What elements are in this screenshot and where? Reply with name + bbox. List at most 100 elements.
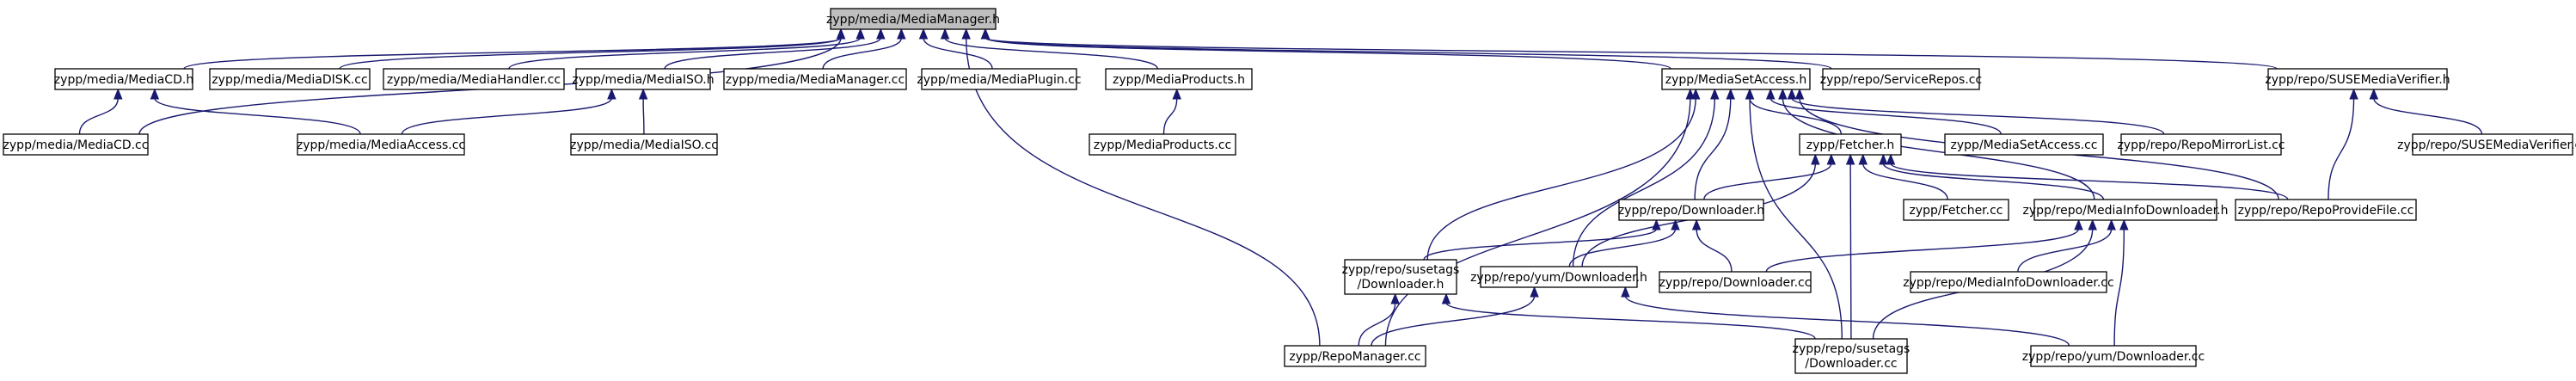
node-repo-downloader-cc[interactable]: zypp/repo/Downloader.cc [1659, 271, 1812, 293]
node-mediasetaccess-h[interactable]: zypp/MediaSetAccess.h [1661, 68, 1811, 90]
arrowhead-icon [1787, 88, 1797, 100]
arrowhead-icon [2107, 218, 2116, 230]
node-box [2267, 68, 2448, 90]
node-repo-downloader-h[interactable]: zypp/repo/Downloader.h [1618, 199, 1764, 221]
edge-MediaHandler_cc-to-MediaManager_h [508, 28, 865, 70]
arrowhead-icon [856, 28, 865, 40]
arrowhead-icon [940, 28, 950, 40]
node-label: zypp/repo/yum/Downloader.h [1470, 271, 1647, 285]
arrowhead-icon [918, 28, 929, 40]
arrowhead-icon [1745, 88, 1755, 100]
arrowhead-icon [638, 88, 648, 100]
arrowhead-icon [897, 28, 906, 40]
edge-line [1423, 228, 1658, 261]
arrowhead-icon [1778, 88, 1788, 100]
edge-line [1426, 97, 1696, 261]
node-label: zypp/media/MediaDISK.cc [212, 73, 367, 87]
arrowhead-icon [1390, 292, 1400, 304]
edge-SUSEMediaVerifier_h-to-MediaManager_h [980, 28, 2278, 70]
node-mediaplugin-cc[interactable]: zypp/media/MediaPlugin.cc [917, 68, 1082, 90]
arrowhead-icon [1172, 88, 1181, 100]
arrowhead-icon [1826, 153, 1837, 165]
edge-susetags_Downloader_cc-to-Fetcher_h [1845, 153, 1855, 340]
node-mediadisk-cc[interactable]: zypp/media/MediaDISK.cc [209, 68, 371, 90]
edge-repo_Downloader_cc-to-MediaInfoDownloader_h [1765, 218, 2083, 273]
edge-Fetcher_cc-to-Fetcher_h [1858, 153, 1948, 200]
node-mediamanager-h: zypp/media/MediaManager.h [826, 8, 1000, 30]
edge-line [1890, 163, 2289, 200]
node-box [2120, 133, 2282, 156]
node-box [1799, 133, 1902, 156]
node-mediaproducts-h[interactable]: zypp/MediaProducts.h [1105, 68, 1253, 90]
node-servicerepos-cc[interactable]: zypp/repo/ServiceRepos.cc [1820, 68, 1982, 90]
node-box [1659, 271, 1812, 293]
edge-line [1694, 97, 1732, 200]
edge-line [1445, 302, 1816, 340]
node-box [1344, 259, 1457, 295]
edge-line [1162, 97, 1178, 135]
node-label: zypp/media/MediaCD.h [54, 73, 193, 87]
edge-susetags_Downloader_cc-to-MediaSetAccess_h [1745, 88, 1843, 340]
edge-line [1572, 97, 1715, 267]
arrowhead-icon [2119, 218, 2129, 230]
edge-MediaProducts_cc-to-MediaProducts_h [1162, 88, 1181, 135]
edge-line [78, 97, 119, 135]
edge-yum_Downloader_cc-to-yum_Downloader_h [1621, 286, 2070, 347]
edge-line [642, 97, 645, 135]
node-susemediaverifier-h[interactable]: zypp/repo/SUSEMediaVerifier.h [2265, 68, 2450, 90]
node-box [1944, 133, 2104, 156]
node-label: zypp/repo/SUSEMediaVerifier.h [2265, 73, 2450, 87]
node-box [297, 133, 465, 156]
arrowhead-icon [1685, 88, 1696, 100]
node-label: /Downloader.h [1358, 278, 1444, 292]
edge-line [183, 37, 842, 70]
node-susemediaverifier-cc[interactable]: zypp/repo/SUSEMediaVerifier.cc [2397, 133, 2576, 156]
node-susetags-downloader-cc[interactable]: zypp/repo/susetags/Downloader.cc [1793, 338, 1911, 374]
node-box [1618, 199, 1764, 221]
node-box [921, 68, 1077, 90]
edge-line [1749, 97, 1843, 340]
node-box [1089, 133, 1236, 156]
node-mediaaccess-cc[interactable]: zypp/media/MediaAccess.cc [297, 133, 465, 156]
node-label: zypp/repo/Downloader.cc [1659, 276, 1812, 290]
node-susetags-downloader-h[interactable]: zypp/repo/susetags/Downloader.h [1342, 259, 1460, 295]
node-yum-downloader-cc[interactable]: zypp/repo/yum/Downloader.cc [2022, 345, 2205, 367]
node-box [2030, 345, 2197, 367]
graph-nodes: zypp/media/MediaManager.h zypp/media/Medi… [3, 8, 2576, 374]
arrowhead-icon [1858, 153, 1868, 165]
edge-susetags_Downloader_h-to-MediaSetAccess_h [1426, 88, 1701, 261]
node-mediahandler-cc[interactable]: zypp/media/MediaHandler.cc [383, 68, 565, 90]
node-mediacd-h[interactable]: zypp/media/MediaCD.h [54, 68, 193, 90]
node-mediaiso-cc[interactable]: zypp/media/MediaISO.cc [570, 133, 718, 156]
arrowhead-icon [1845, 153, 1855, 165]
edge-line [1371, 295, 1536, 347]
node-mediaproducts-cc[interactable]: zypp/MediaProducts.cc [1089, 133, 1236, 156]
node-label: zypp/repo/susetags [1793, 342, 1911, 356]
node-mediamanager-cc[interactable]: zypp/media/MediaManager.cc [723, 68, 907, 90]
node-label: zypp/repo/RepoMirrorList.cc [2117, 138, 2285, 152]
node-yum-downloader-h[interactable]: zypp/repo/yum/Downloader.h [1470, 266, 1647, 288]
node-mediaiso-h[interactable]: zypp/media/MediaISO.h [572, 68, 715, 90]
arrowhead-icon [113, 88, 123, 100]
edge-yum_Downloader_cc-to-MediaInfoDownloader_h [2113, 218, 2129, 347]
node-repomirrorlist-cc[interactable]: zypp/repo/RepoMirrorList.cc [2117, 133, 2285, 156]
arrowhead-icon [2349, 88, 2358, 100]
node-repomanager-cc[interactable]: zypp/RepoManager.cc [1284, 345, 1426, 367]
node-label: zypp/media/MediaHandler.cc [387, 73, 561, 87]
node-mediacd-cc[interactable]: zypp/media/MediaCD.cc [3, 133, 149, 156]
edge-line [1696, 228, 1733, 273]
edge-line [154, 97, 361, 135]
node-label: zypp/Fetcher.cc [1909, 204, 2003, 218]
edge-MediaInfoDownloader_h-to-Fetcher_h [1879, 153, 2105, 200]
node-mediasetaccess-cc[interactable]: zypp/MediaSetAccess.cc [1944, 133, 2104, 156]
node-label: zypp/RepoManager.cc [1289, 350, 1420, 364]
node-repoprovidefile-cc[interactable]: zypp/repo/RepoProvideFile.cc [2235, 199, 2417, 221]
node-box [575, 68, 711, 90]
edge-line [2113, 228, 2125, 347]
edge-line [1862, 163, 1948, 200]
node-mediainfodownloader-cc[interactable]: zypp/repo/MediaInfoDownloader.cc [1903, 271, 2114, 293]
arrowhead-icon [2088, 218, 2097, 230]
node-mediainfodownloader-h[interactable]: zypp/repo/MediaInfoDownloader.h [2023, 199, 2229, 221]
node-fetcher-cc[interactable]: zypp/Fetcher.cc [1903, 199, 2009, 221]
node-fetcher-h[interactable]: zypp/Fetcher.h [1799, 133, 1902, 156]
